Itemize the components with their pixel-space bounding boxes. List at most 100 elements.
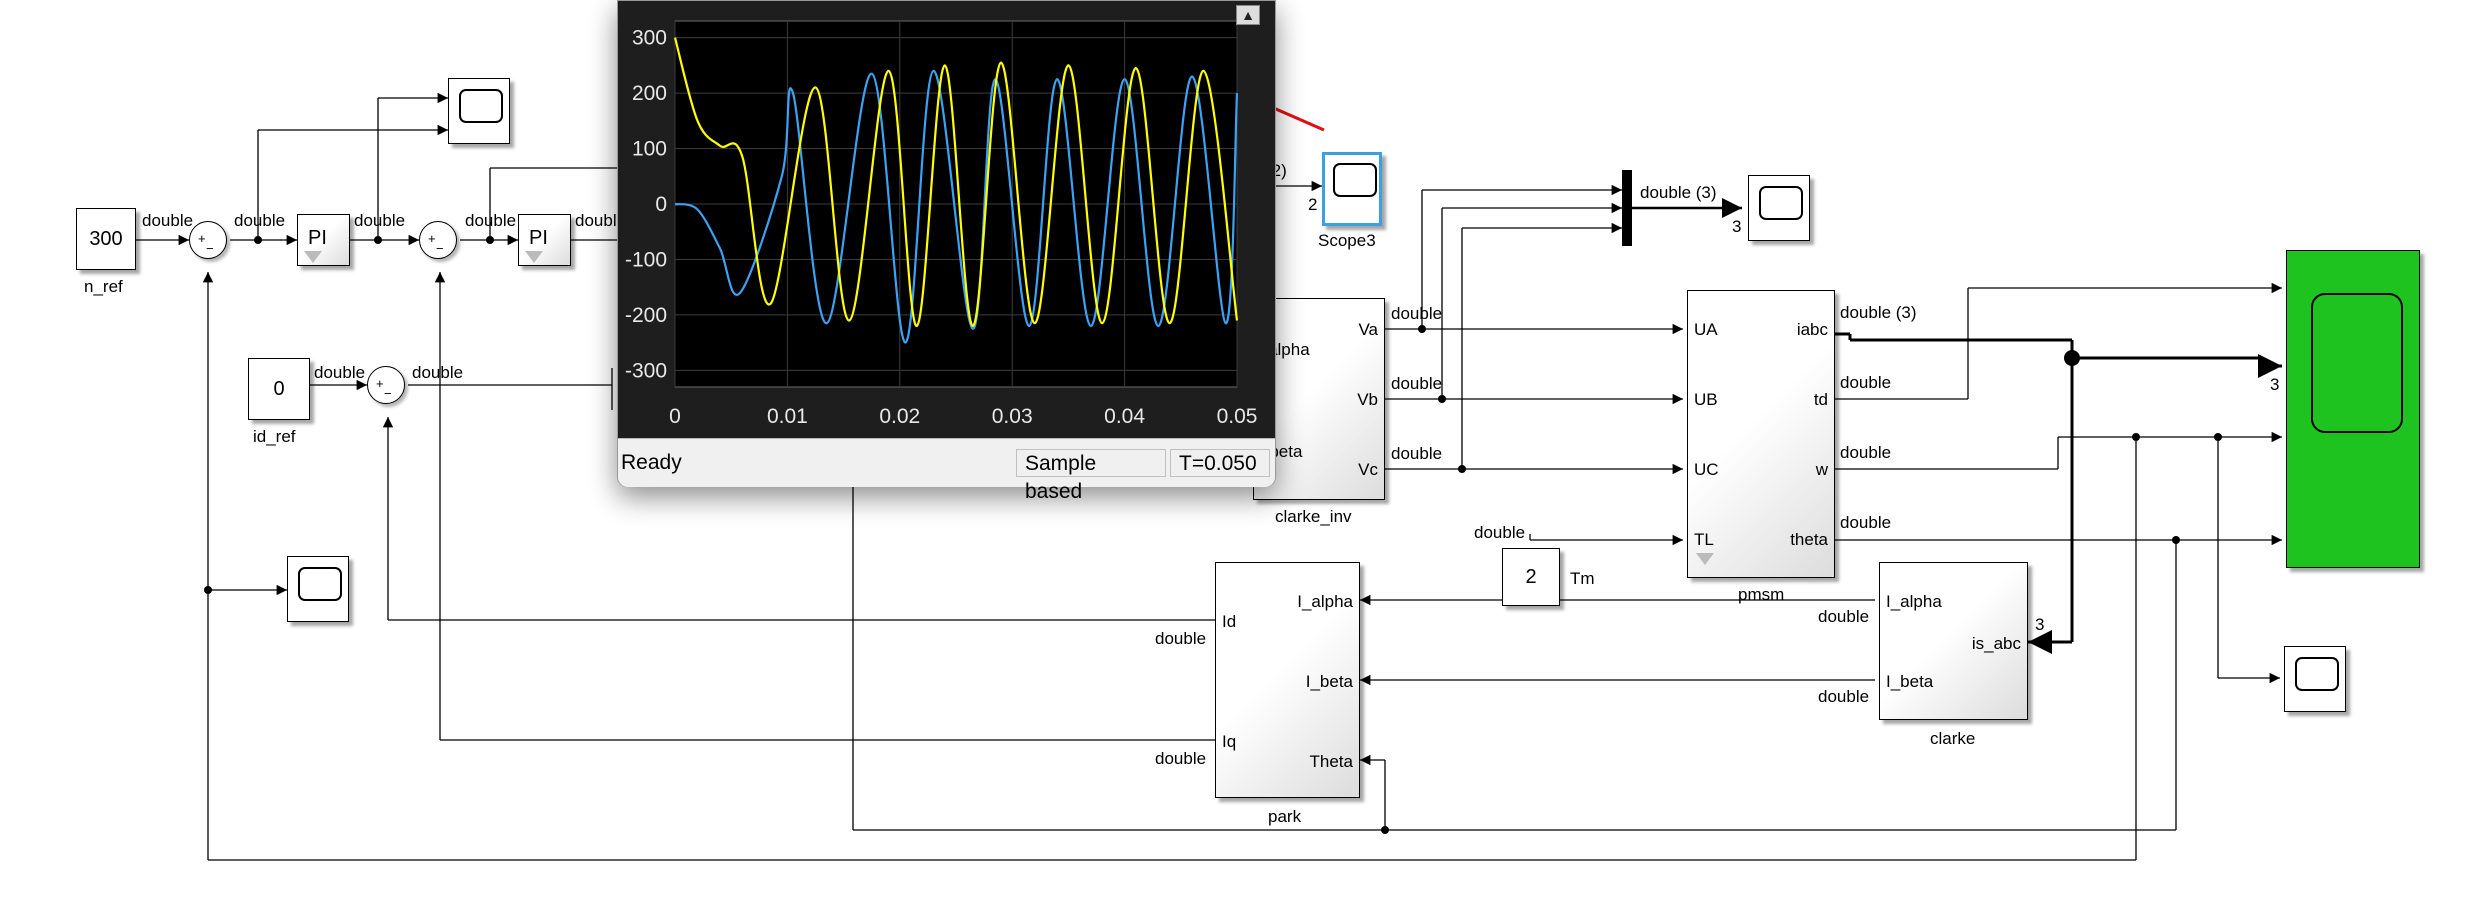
signal-label: double (1391, 444, 1443, 463)
scope-block-speed[interactable] (287, 556, 349, 622)
port-theta: theta (1790, 530, 1828, 549)
signal-label: double (412, 363, 464, 382)
port-w: w (1815, 460, 1828, 479)
signal-label: double (1155, 749, 1207, 768)
port-uc: UC (1694, 460, 1719, 479)
constant-id-ref[interactable]: 0 (248, 358, 310, 420)
x-tick-label: 0.03 (992, 405, 1033, 428)
port-iabc: iabc (1796, 320, 1828, 339)
block-label-clarke: clarke (1930, 729, 1976, 748)
pmsm-block[interactable]: UA UB UC TL iabc td w theta (1687, 290, 1835, 578)
constant-value: 300 (89, 227, 123, 250)
plus-sign: + (376, 376, 384, 391)
constant-n-ref[interactable]: 300 (76, 208, 136, 270)
port-dimension-label: 3 (2035, 615, 2045, 634)
port-i-alpha: I_alpha (1886, 592, 1942, 611)
scope-icon (459, 89, 503, 123)
port-dimension-label: 3 (2270, 375, 2280, 394)
scope-block-top[interactable] (448, 78, 510, 144)
mask-arrow-icon (525, 251, 543, 263)
port-tl: TL (1694, 530, 1714, 549)
port-dimension-label: 3 (1732, 217, 1742, 236)
signal-label: double (1818, 687, 1870, 706)
series-yellow-trace (673, 37, 1239, 328)
y-tick-label: 200 (632, 82, 667, 105)
scope-status-bar: Ready Sample based T=0.050 (618, 438, 1275, 503)
signal-label: double (1840, 373, 1892, 392)
port-i-beta: I_beta (1886, 672, 1934, 691)
signal-label-iabc: double (3) (1840, 303, 1917, 322)
sum-block-iq[interactable]: + − (419, 221, 457, 259)
signal-label: double (1840, 443, 1892, 462)
block-label-tm: Tm (1570, 569, 1595, 588)
port-va: Va (1358, 320, 1378, 339)
status-ready: Ready (621, 451, 682, 474)
pi-label: PI (529, 227, 548, 249)
port-iq: Iq (1222, 732, 1237, 751)
port-dimension-label: 2 (1308, 195, 1318, 214)
sum-block-speed[interactable]: + − (189, 221, 227, 259)
plus-sign: + (428, 231, 436, 246)
scope-icon (2311, 293, 2403, 433)
block-label-n-ref: n_ref (84, 277, 123, 296)
signal-label: double (1818, 607, 1870, 626)
scope-icon (298, 567, 342, 601)
minus-sign: − (206, 241, 214, 256)
x-tick-label: 0.01 (767, 405, 808, 428)
signal-label: double (1391, 374, 1443, 393)
pi-controller-speed[interactable]: PI (297, 214, 350, 266)
port-i-beta: I_beta (1305, 672, 1353, 691)
x-tick-label: 0.05 (1217, 405, 1258, 428)
status-sample-mode: Sample based (1016, 449, 1166, 503)
x-tick-label: 0.02 (879, 405, 920, 428)
port-ub: UB (1694, 390, 1718, 409)
port-is-abc: is_abc (1971, 634, 2021, 653)
signal-label: double (1840, 513, 1892, 532)
mux-block (1622, 170, 1632, 246)
undock-icon[interactable]: ▲ (1236, 5, 1260, 25)
scope-block-speed-out[interactable] (2284, 646, 2346, 712)
y-tick-label: -200 (625, 304, 667, 327)
constant-value: 2 (1525, 565, 1537, 588)
minus-sign: − (384, 386, 392, 401)
pi-controller-iq[interactable]: PI (518, 214, 571, 266)
y-tick-label: 100 (632, 138, 667, 161)
scope3-block[interactable] (1322, 152, 1382, 226)
signal-label: double (142, 211, 194, 230)
port-id: Id (1222, 612, 1237, 631)
park-block[interactable]: Id Iq I_alpha I_beta Theta (1215, 562, 1360, 798)
signal-label: double (1155, 629, 1207, 648)
constant-tm[interactable]: 2 (1502, 548, 1560, 606)
signal-label: double (575, 211, 627, 230)
status-time: T=0.050 (1170, 449, 1270, 477)
port-vc: Vc (1358, 460, 1378, 479)
clarke-block[interactable]: I_alpha I_beta is_abc (1879, 562, 2028, 720)
block-label-park: park (1268, 807, 1302, 826)
mask-arrow-icon (304, 251, 322, 263)
y-tick-label: 300 (632, 27, 667, 50)
sum-block-id[interactable]: + − (367, 366, 405, 404)
y-tick-label: 0 (655, 193, 667, 216)
port-i-alpha: I_alpha (1297, 592, 1353, 611)
port-ua: UA (1694, 320, 1718, 339)
block-label-id-ref: id_ref (253, 427, 296, 446)
scope-block-voltages[interactable] (1748, 175, 1810, 241)
scope-icon (1759, 186, 1803, 220)
minus-sign: − (436, 241, 444, 256)
port-vb: Vb (1357, 390, 1378, 409)
port-td: td (1813, 390, 1828, 409)
port-theta: Theta (1309, 752, 1353, 771)
signal-label-mux: double (3) (1640, 183, 1717, 202)
signal-label: double (1474, 523, 1526, 542)
y-tick-label: -300 (625, 359, 667, 382)
scope-block-main[interactable] (2286, 250, 2420, 568)
signal-label: double (234, 211, 286, 230)
block-label-clarke-inv: clarke_inv (1275, 507, 1352, 526)
block-label-pmsm: pmsm (1738, 585, 1785, 604)
mask-arrow-icon (1696, 553, 1714, 565)
